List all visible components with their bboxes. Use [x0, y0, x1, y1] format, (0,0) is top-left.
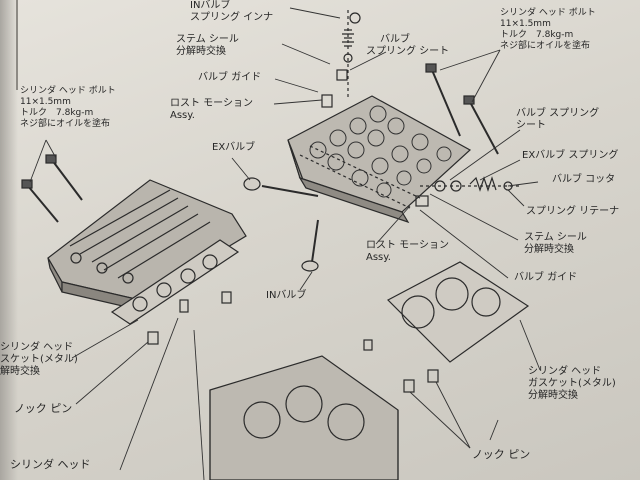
label-valve-cotter: バルブ コッタ [552, 174, 616, 185]
label-head-gasket-right-line2: ガスケット(メタル) [528, 378, 616, 389]
cylinder-block [209, 355, 399, 480]
label-head-gasket-left-line1: シリンダ ヘッド [0, 342, 74, 353]
page-binding-shadow [0, 0, 18, 480]
label-head-bolt-right-line3: トルク 7.8kg-m [500, 30, 574, 40]
label-valve-guide-top: バルブ ガイド [198, 72, 262, 83]
label-in-valve-spring-inner: INバルブ スプリング インナ [190, 0, 273, 24]
label-head-gasket-right-line1: シリンダ ヘッド [528, 366, 602, 377]
in-valve-spring-stack [321, 10, 361, 108]
label-valve-spring-seat-right-line1: バルブ スプリング [516, 108, 600, 119]
in-valve [301, 219, 319, 272]
label-head-bolt-left-line2: 11×1.5mm [20, 97, 71, 107]
label-in-valve-spring-inner-line1: INバルブ [190, 0, 231, 11]
previous-page-edge [16, 0, 18, 90]
label-head-bolt-left-line3: トルク 7.8kg-m [20, 108, 94, 118]
label-lost-motion-top-line2: Assy. [170, 110, 195, 121]
label-spring-retainer: スプリング リテーナ [526, 206, 620, 217]
upper-cylinder-head [287, 95, 472, 224]
label-head-gasket-left-line3: 解時交換 [0, 366, 40, 377]
label-valve-spring-seat-top-line2: スプリング シート [366, 46, 450, 57]
right-head-gasket [387, 261, 530, 363]
label-ex-valve: EXバルブ [212, 142, 256, 153]
label-head-bolt-left-line4: ネジ部にオイルを塗布 [20, 119, 111, 129]
label-lost-motion-top: ロスト モーション Assy. [170, 98, 253, 122]
label-head-gasket-right-line3: 分解時交換 [528, 390, 578, 401]
left-cylinder-head [47, 179, 247, 311]
ex-valve [243, 177, 319, 197]
label-valve-guide-right: バルブ ガイド [514, 272, 578, 283]
label-lost-motion-bottom-line1: ロスト モーション [366, 240, 449, 251]
label-in-valve: INバルブ [266, 290, 307, 301]
label-stem-seal-top: ステム シール 分解時交換 [176, 34, 239, 58]
label-stem-seal-right-line1: ステム シール [524, 232, 587, 243]
label-lost-motion-top-line1: ロスト モーション [170, 98, 253, 109]
label-lost-motion-bottom: ロスト モーション Assy. [366, 240, 449, 264]
label-valve-spring-seat-top: バルブ スプリング シート [366, 34, 449, 58]
label-head-bolt-right: シリンダ ヘッド ボルト 11×1.5mm トルク 7.8kg-m ネジ部にオイ… [500, 8, 596, 52]
label-valve-spring-seat-right-line2: シート [516, 120, 546, 131]
label-head-bolt-right-line4: ネジ部にオイルを塗布 [500, 41, 591, 51]
label-stem-seal-top-line1: ステム シール [176, 34, 239, 45]
label-in-valve-spring-inner-line2: スプリング インナ [190, 12, 274, 23]
label-knock-pin-right: ノック ピン [472, 448, 531, 461]
label-head-bolt-right-line1: シリンダ ヘッド ボルト [500, 8, 596, 18]
left-head-gasket [110, 239, 240, 325]
label-stem-seal-right: ステム シール 分解時交換 [524, 232, 587, 256]
label-lost-motion-bottom-line2: Assy. [366, 252, 391, 263]
label-stem-seal-right-line2: 分解時交換 [524, 244, 574, 255]
label-ex-valve-spring: EXバルブ スプリング [522, 150, 619, 161]
label-head-gasket-left: シリンダ ヘッド スケット(メタル) 解時交換 [0, 342, 78, 378]
head-bolts [27, 69, 499, 223]
label-cylinder-head: シリンダ ヘッド [10, 458, 91, 471]
knock-pins [147, 291, 439, 393]
label-valve-spring-seat-right: バルブ スプリング シート [516, 108, 599, 132]
label-valve-spring-seat-top-line1: バルブ [380, 34, 410, 45]
label-head-bolt-left: シリンダ ヘッド ボルト 11×1.5mm トルク 7.8kg-m ネジ部にオイ… [20, 86, 116, 130]
label-head-bolt-left-line1: シリンダ ヘッド ボルト [20, 86, 116, 96]
label-head-gasket-right: シリンダ ヘッド ガスケット(メタル) 分解時交換 [528, 366, 616, 402]
label-stem-seal-top-line2: 分解時交換 [176, 46, 226, 57]
label-head-bolt-right-line2: 11×1.5mm [500, 19, 551, 29]
label-head-gasket-left-line2: スケット(メタル) [0, 354, 78, 365]
label-knock-pin-left: ノック ピン [14, 402, 73, 415]
